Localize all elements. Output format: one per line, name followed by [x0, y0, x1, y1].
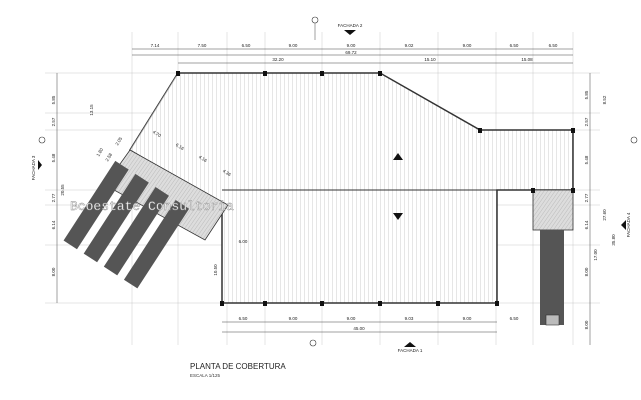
dimension-label: 32.20: [272, 57, 284, 62]
slope-arrow-icon: [393, 153, 403, 160]
dimension-label: 9.00: [289, 43, 298, 48]
dimension-label: 5.48: [51, 153, 56, 162]
slope-arrow-icon: [393, 213, 403, 220]
left-dimensions: 5.85 2.57 5.48 2.77 6.14 8.00 13.15 20.5…: [51, 95, 94, 276]
dimension-label: 5.85: [51, 95, 56, 104]
dimension-label: FACHADA 4: [626, 212, 631, 237]
watermark: Bcoestate Consultoria: [70, 199, 234, 214]
dimension-label: 9.00: [347, 316, 356, 321]
drawing-title: PLANTA DE COBERTURA: [190, 362, 286, 371]
dimension-label: 8.00: [51, 267, 56, 276]
dimension-label: 9.03: [405, 316, 414, 321]
dimension-label: 6.16: [175, 142, 185, 151]
dimension-label: 8.00: [584, 267, 589, 276]
dimension-label: 6.14: [51, 220, 56, 229]
dimension-label: 8.00: [584, 320, 589, 329]
dimension-label: 9.00: [289, 316, 298, 321]
elevation-marker-2: FACHADA 2: [338, 23, 363, 35]
dimension-label: FACHADA 2: [338, 23, 363, 28]
dimension-label: 35.80: [611, 234, 616, 246]
section-marker-icon: [38, 16, 638, 347]
right-dimensions: 5.85 2.57 5.48 2.77 6.14 8.00 8.00 8.52 …: [584, 90, 616, 329]
dimension-label: 6.50: [549, 43, 558, 48]
dimension-label: 2.05: [114, 136, 123, 147]
top-dimensions: 7.14 7.50 6.50 9.00 9.00 9.02 9.00 6.50 6.50…: [151, 43, 558, 62]
dimension-label: FACHADA 3: [31, 155, 36, 180]
inner-dimension: 10.50: [213, 264, 218, 276]
drawing-scale: ESCALA 1/125: [190, 373, 221, 378]
dimension-label: 4.70: [152, 129, 162, 138]
dimension-lines: [56, 48, 591, 345]
diagonal-dimensions: 4.70 6.16 4.16 4.36 1.80 2.58 2.05: [95, 129, 232, 177]
dimension-label: 13.15: [89, 104, 94, 116]
dimension-label: 7.50: [198, 43, 207, 48]
dimension-label: 6.50: [510, 316, 519, 321]
dimension-label: 15.10: [424, 57, 436, 62]
dimension-label: 6.50: [239, 316, 248, 321]
dimension-label: 15.08: [521, 57, 533, 62]
dimension-label: 2.57: [584, 117, 589, 126]
dimension-label: 2.77: [584, 193, 589, 202]
dimension-label: 9.00: [347, 43, 356, 48]
elevation-marker-1: FACHADA 1: [398, 342, 423, 353]
elevation-marker-3: FACHADA 3: [31, 155, 42, 180]
dimension-label: 2.77: [51, 193, 56, 202]
dimension-label: 4.36: [222, 168, 232, 177]
roof: [128, 71, 575, 306]
dimension-label: 8.52: [602, 95, 607, 104]
dimension-label: 5.48: [584, 155, 589, 164]
dimension-label: 5.85: [584, 90, 589, 99]
dimension-label: 6.50: [510, 43, 519, 48]
dimension-label: 20.55: [60, 184, 65, 196]
inner-dimension: 6.00: [239, 239, 248, 244]
bottom-dimensions: 6.50 9.00 9.00 9.03 9.00 6.50 45.00: [239, 316, 519, 331]
dimension-label: 9.00: [463, 43, 472, 48]
dimension-label: FACHADA 1: [398, 348, 423, 353]
dimension-label: 9.02: [405, 43, 414, 48]
dimension-label: 69.72: [345, 50, 357, 55]
dimension-label: 1.80: [95, 147, 104, 158]
dimension-label: 6.14: [584, 220, 589, 229]
dimension-label: 27.60: [602, 209, 607, 221]
dimension-label: 6.50: [242, 43, 251, 48]
dimension-label: 17.00: [593, 249, 598, 261]
carport: [63, 149, 564, 326]
elevation-marker-4: FACHADA 4: [621, 212, 631, 237]
dimension-label: 7.14: [151, 43, 160, 48]
dimension-label: 9.00: [463, 316, 472, 321]
dimension-label: 2.57: [51, 117, 56, 126]
dimension-label: 45.00: [353, 326, 365, 331]
dimension-label: 4.16: [198, 154, 208, 163]
dimension-label: 2.58: [104, 152, 113, 163]
